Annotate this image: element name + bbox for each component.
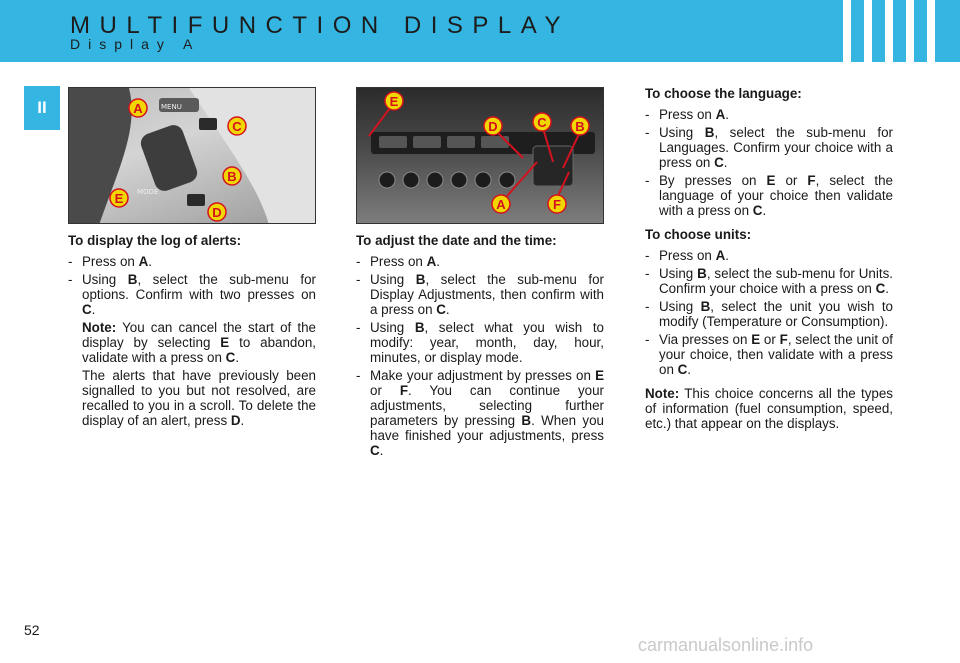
menu-label: MENU: [161, 103, 182, 111]
list-item: -Press on A.: [645, 107, 729, 122]
preset-knob: [426, 171, 444, 189]
log-of-alerts-section: To display the log of alerts: -Press on …: [68, 233, 316, 431]
section-heading: To display the log of alerts:: [68, 233, 242, 248]
callout-b: B: [222, 166, 242, 186]
radio-button: [379, 136, 407, 148]
dashboard-background: [189, 88, 315, 223]
callout-line: [496, 131, 524, 159]
svg-text:B: B: [227, 169, 236, 184]
list-item: -By presses on E or F, select the langua…: [645, 173, 893, 218]
preset-knob: [474, 171, 492, 189]
note-paragraph: Note: This choice concerns all the types…: [645, 386, 893, 431]
list-item: -Using B, select the unit you wish to mo…: [645, 299, 893, 329]
svg-text:C: C: [232, 119, 242, 134]
list-item: -Using B, select what you wish to modify…: [356, 320, 604, 365]
list-item: -Via presses on E or F, select the unit …: [645, 332, 893, 377]
note-paragraph: Note: You can cancel the start of the di…: [82, 320, 316, 365]
svg-text:E: E: [390, 94, 399, 109]
svg-text:F: F: [553, 197, 561, 212]
stalk-button: [187, 194, 205, 206]
callout-f: F: [547, 194, 567, 214]
list-item: -Using B, select the sub-menu for Displa…: [356, 272, 604, 317]
callout-a: A: [491, 194, 511, 214]
list-item: -Press on A.: [645, 248, 729, 263]
svg-text:B: B: [575, 119, 584, 134]
decorative-stripe: [843, 0, 851, 62]
page-title: MULTIFUNCTION DISPLAY: [70, 12, 570, 39]
language-units-section: To choose the language: -Press on A. -Us…: [645, 86, 893, 431]
preset-knob: [402, 171, 420, 189]
stalk-button: [199, 118, 217, 130]
menu-button: [159, 98, 199, 112]
svg-text:A: A: [133, 101, 143, 116]
list-item: -Using B, select the sub-menu for Units.…: [645, 266, 893, 296]
callout-line: [562, 133, 580, 169]
body-paragraph: The alerts that have previously been sig…: [82, 368, 316, 428]
section-heading: To adjust the date and the time:: [356, 233, 557, 248]
callout-c: C: [532, 112, 552, 132]
chapter-tab: II: [24, 86, 60, 130]
radio-button: [413, 136, 441, 148]
list-item: -Make your adjustment by presses on E or…: [356, 368, 604, 458]
callout-line: [556, 171, 570, 199]
decorative-stripe: [885, 0, 893, 62]
radio-panel-photo: E D C B A F: [356, 87, 604, 224]
nav-pad: [532, 145, 574, 187]
preset-knob: [498, 171, 516, 189]
mode-label: MODE: [137, 188, 158, 196]
svg-text:C: C: [537, 115, 547, 130]
date-time-section: To adjust the date and the time: -Press …: [356, 233, 604, 461]
control-stalk: [140, 125, 198, 191]
callout-c: C: [227, 116, 247, 136]
steering-column: [69, 88, 132, 223]
decorative-stripe: [864, 0, 872, 62]
list-item: -Using B, select the sub-menu for option…: [68, 272, 316, 317]
callout-e: E: [384, 91, 404, 111]
svg-text:D: D: [488, 119, 497, 134]
page-subtitle: Display A: [70, 36, 201, 52]
preset-knob: [450, 171, 468, 189]
steering-control-photo: MENU MODE A C B E D: [68, 87, 316, 224]
decorative-stripe: [906, 0, 914, 62]
callout-a: A: [128, 98, 148, 118]
decorative-stripe: [927, 0, 935, 62]
section-heading: To choose units:: [645, 227, 752, 242]
header-banner: MULTIFUNCTION DISPLAY Display A: [0, 0, 960, 62]
callout-b: B: [570, 116, 590, 136]
callout-line: [506, 161, 538, 197]
svg-text:D: D: [212, 205, 221, 220]
list-item: -Press on A.: [356, 254, 440, 269]
radio-button: [481, 136, 509, 148]
callout-e: E: [109, 188, 129, 208]
callout-line: [542, 127, 554, 163]
preset-knob: [378, 171, 396, 189]
list-item: -Press on A.: [68, 254, 152, 269]
callout-d: D: [207, 202, 227, 222]
svg-text:E: E: [115, 191, 124, 206]
page-number: 52: [24, 622, 40, 638]
list-item: -Using B, select the sub-menu for Langua…: [645, 125, 893, 170]
radio-button: [447, 136, 475, 148]
svg-text:A: A: [496, 197, 506, 212]
watermark: carmanualsonline.info: [638, 635, 814, 655]
callout-d: D: [483, 116, 503, 136]
section-heading: To choose the language:: [645, 86, 802, 101]
